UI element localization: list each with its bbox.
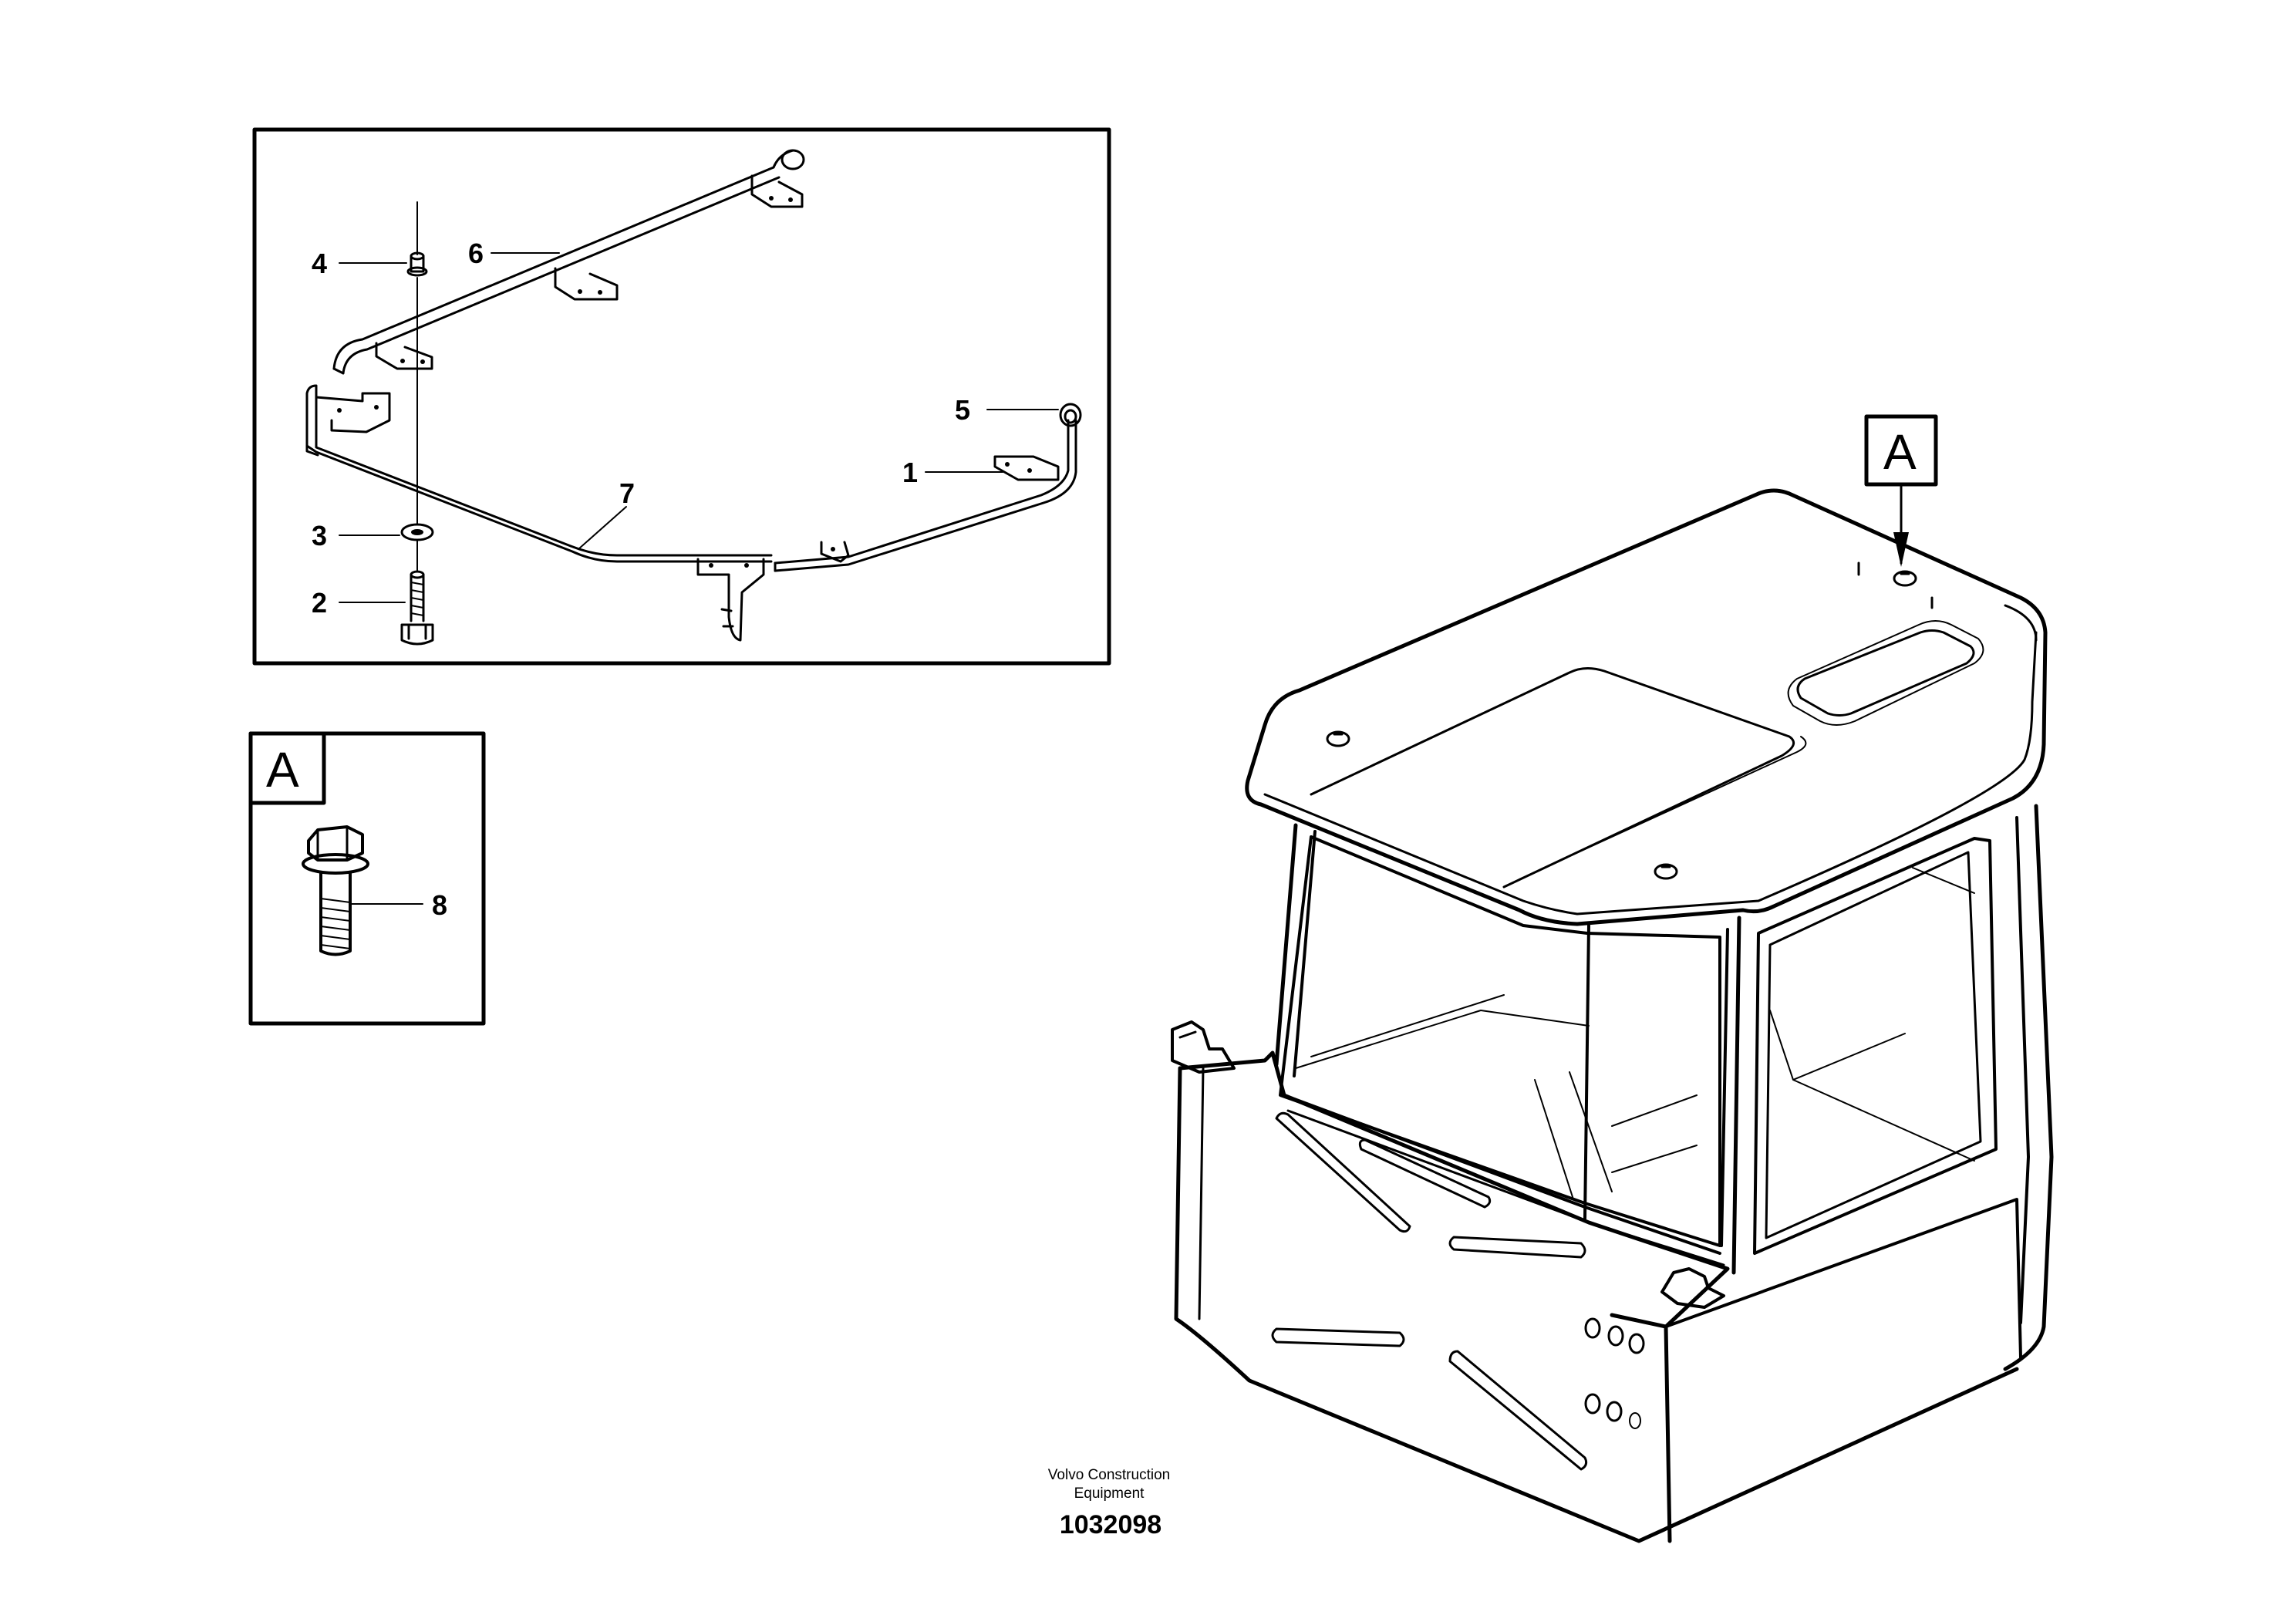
fastener-stack xyxy=(400,201,434,646)
callout-8: 8 xyxy=(432,889,447,921)
flange-bolt xyxy=(302,825,369,956)
company-name-line2: Equipment xyxy=(1074,1485,1145,1502)
view-marker-a: A xyxy=(1864,414,1938,567)
leader-7 xyxy=(578,506,627,550)
lower-handrail xyxy=(305,384,773,642)
roof-bolt xyxy=(1326,570,1917,880)
callout-3: 3 xyxy=(312,520,327,551)
company-name-line1: Volvo Construction xyxy=(1048,1467,1170,1483)
handrail-detail-panel: 4 6 5 1 7 3 2 xyxy=(252,127,1111,666)
callout-4: 4 xyxy=(312,248,327,279)
document-number: 1032098 xyxy=(1060,1510,1161,1539)
callout-6: 6 xyxy=(468,238,484,269)
footer: Volvo Construction Equipment 1032098 xyxy=(1048,1467,1170,1539)
right-handrail xyxy=(774,403,1082,572)
upper-handrail xyxy=(332,149,805,375)
side-holes xyxy=(1584,1317,1645,1429)
detail-a-letter: A xyxy=(266,742,299,798)
detail-a-panel: A 8 xyxy=(248,731,486,1026)
cab-illustration xyxy=(1171,488,2054,1543)
callout-1: 1 xyxy=(902,457,918,488)
callout-2: 2 xyxy=(312,587,327,619)
view-marker-letter: A xyxy=(1883,424,1917,480)
callout-7: 7 xyxy=(619,477,635,509)
callout-5: 5 xyxy=(955,394,970,426)
